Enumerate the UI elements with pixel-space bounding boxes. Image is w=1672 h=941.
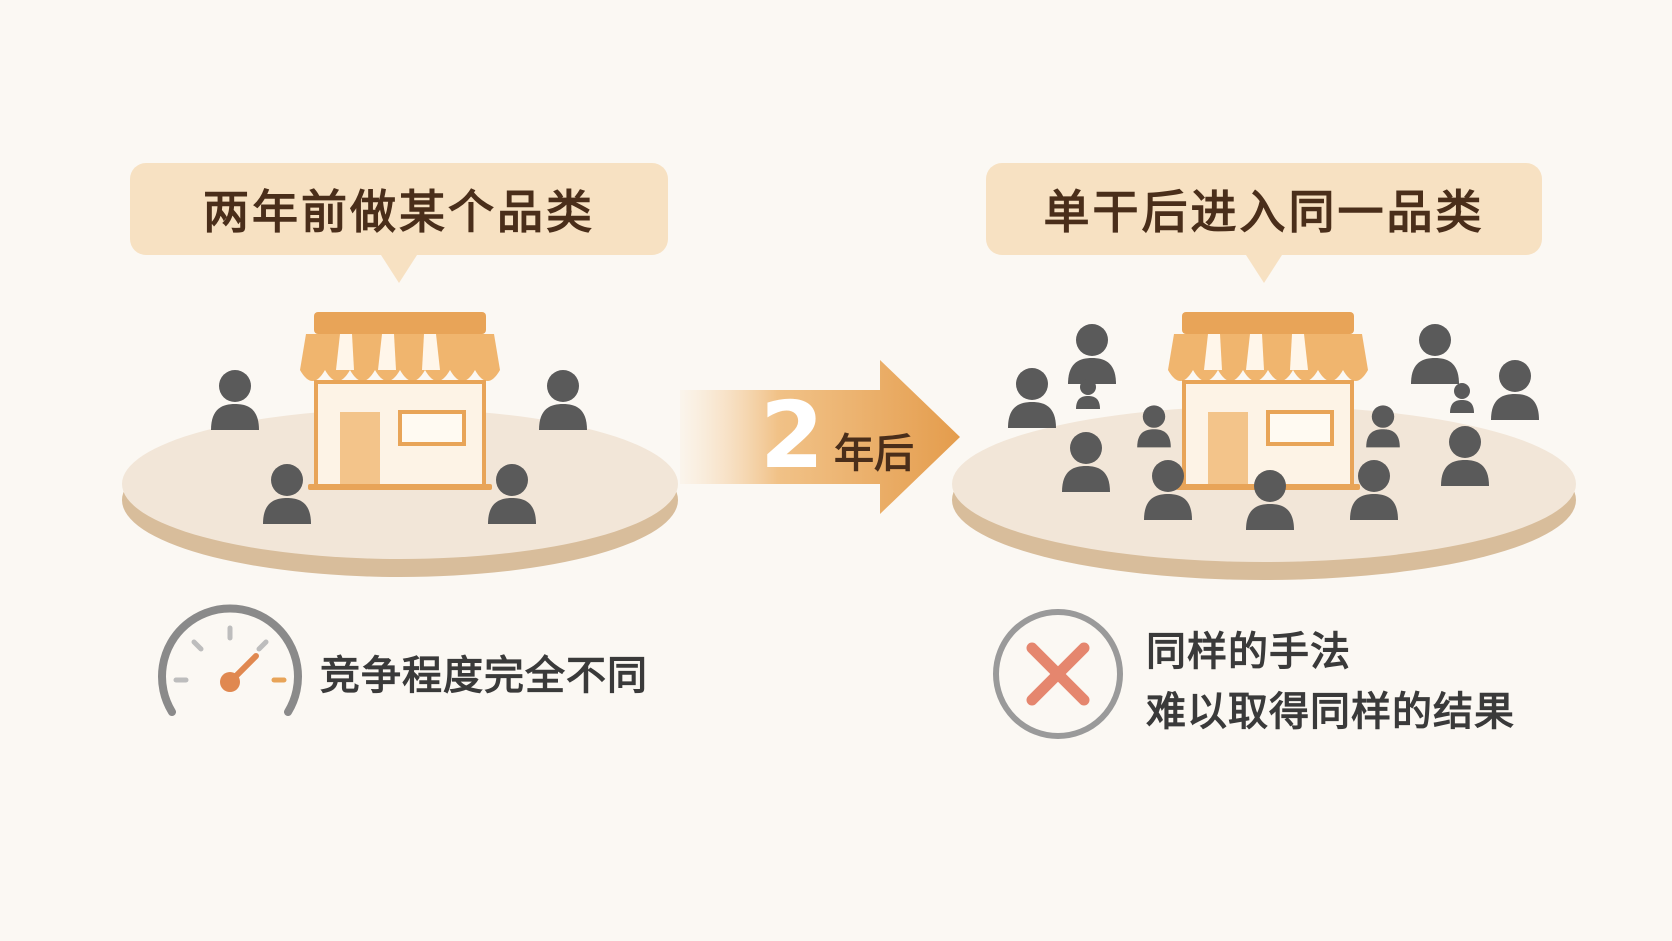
- right-caption-line1: 同样的手法: [1146, 629, 1351, 675]
- left-caption: 竞争程度完全不同: [320, 653, 648, 699]
- left-store-icon: [298, 310, 502, 492]
- right-caption-line2: 难以取得同样的结果: [1146, 689, 1515, 735]
- speedometer-icon: [158, 604, 302, 716]
- left-title-bubble: 两年前做某个品类: [130, 163, 668, 283]
- transition-label: 2 年后: [760, 390, 914, 482]
- right-caption: 同样的手法 难以取得同样的结果: [1146, 622, 1515, 742]
- transition-number: 2: [760, 382, 825, 489]
- cross-circle-icon: [993, 609, 1123, 739]
- right-title-bubble: 单干后进入同一品类: [986, 163, 1542, 283]
- transition-unit: 年后: [834, 431, 915, 477]
- right-title-text: 单干后进入同一品类: [1043, 185, 1485, 239]
- right-store-icon: [1166, 310, 1370, 492]
- left-title-text: 两年前做某个品类: [203, 185, 595, 239]
- transition-arrow: [680, 360, 960, 514]
